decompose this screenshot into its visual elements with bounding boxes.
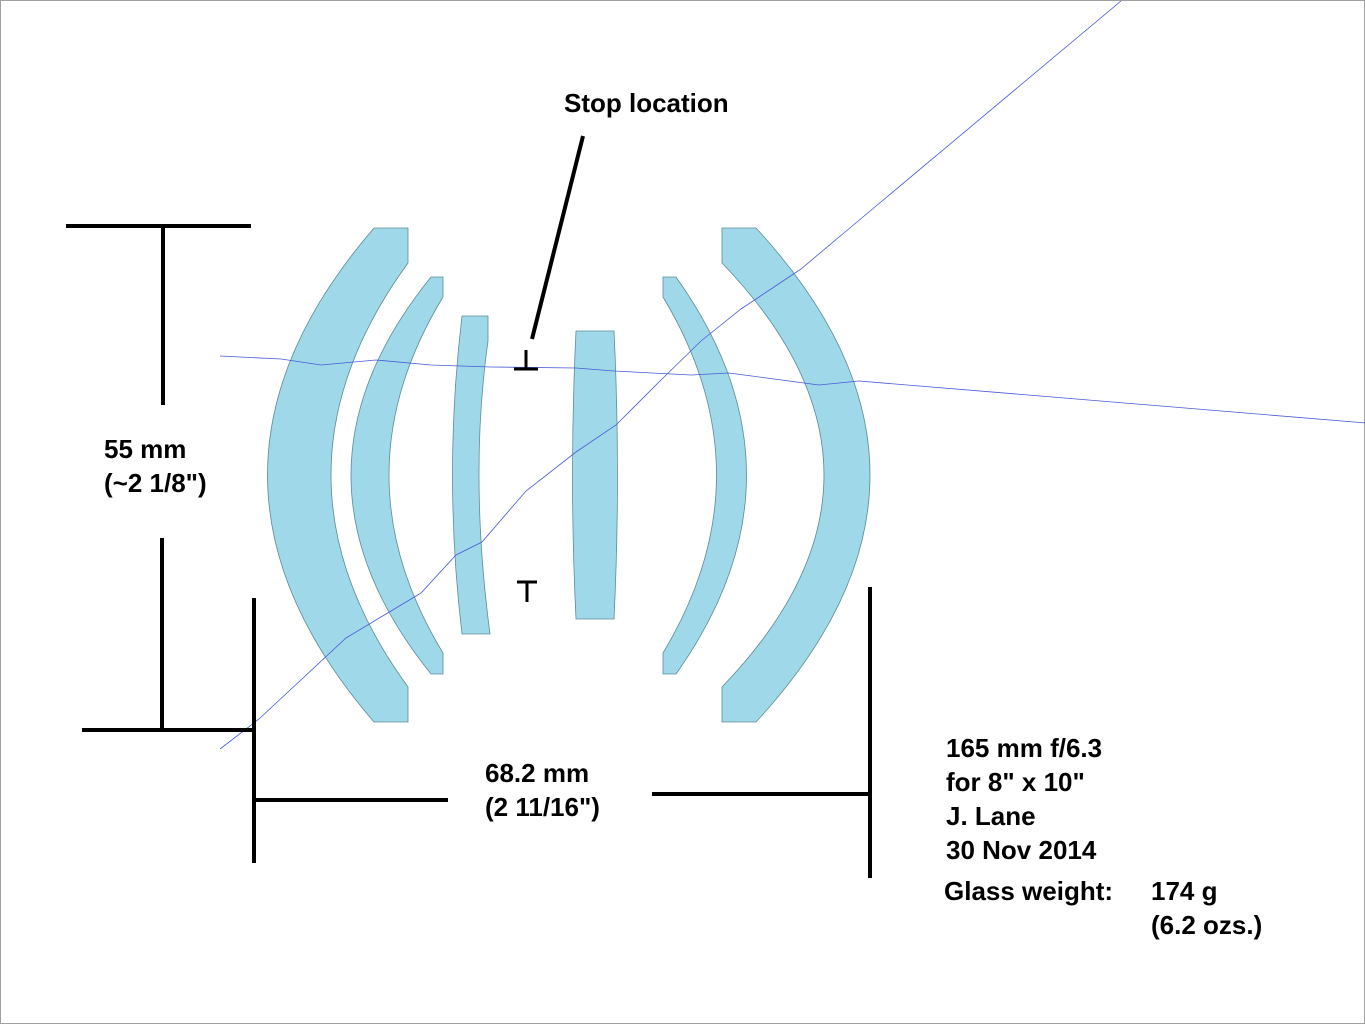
lens-info-focal: 165 mm f/6.3 bbox=[946, 733, 1103, 763]
lens-element-5 bbox=[662, 276, 747, 675]
glass-weight-values: 174 g (6.2 ozs.) bbox=[1151, 874, 1262, 942]
lens-info-block: 165 mm f/6.3 for 8" x 10" J. Lane 30 Nov… bbox=[946, 731, 1102, 867]
length-dimension-label: 68.2 mm (2 11/16") bbox=[485, 756, 600, 824]
glass-weight-label: Glass weight: bbox=[944, 876, 1114, 906]
lens-info-designer: J. Lane bbox=[946, 801, 1036, 831]
height-dimension-label: 55 mm (~2 1/8") bbox=[104, 432, 207, 500]
lens-element-1 bbox=[267, 227, 409, 723]
height-dimension-metric: 55 mm bbox=[104, 434, 187, 464]
glass-weight-value: 174 g bbox=[1151, 876, 1218, 906]
stop-callout-leader bbox=[530, 135, 585, 340]
lens-element-4 bbox=[572, 330, 618, 620]
lens-info-format: for 8" x 10" bbox=[946, 767, 1085, 797]
lens-element-6 bbox=[721, 227, 871, 723]
lens-info-date: 30 Nov 2014 bbox=[946, 835, 1097, 865]
length-dimension-imperial: (2 11/16") bbox=[485, 792, 600, 822]
ray-trace-oblique bbox=[219, 1, 1122, 750]
lens-element-2 bbox=[350, 276, 444, 675]
height-dimension-imperial: (~2 1/8") bbox=[104, 468, 207, 498]
stop-location-label: Stop location bbox=[564, 88, 729, 118]
ray-trace-axial bbox=[219, 355, 1365, 424]
length-dimension-metric: 68.2 mm bbox=[485, 758, 590, 788]
lens-element-3 bbox=[452, 315, 491, 635]
glass-weight-alt: (6.2 ozs.) bbox=[1151, 910, 1263, 940]
